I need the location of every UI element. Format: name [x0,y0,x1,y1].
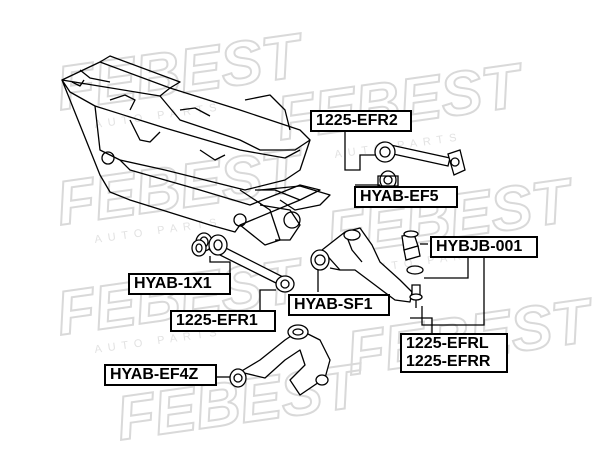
leader-lines [209,128,485,378]
leader-1x1 [209,256,231,282]
watermark-brand-2: FEBEST [272,51,529,154]
part-label-hyab-1x1[interactable]: HYAB-1X1 [128,273,231,295]
bushing-1x1-drawing [191,239,207,257]
part-label-1225-efrl-efrr[interactable]: 1225-EFRL 1225-EFRR [400,333,508,373]
part-label-1225-efrl: 1225-EFRL [406,335,489,352]
leader-hybjb-down [424,254,469,279]
part-label-1225-efr2[interactable]: 1225-EFR2 [310,110,412,132]
part-label-hyab-ef5[interactable]: HYAB-EF5 [354,186,458,208]
part-label-hyab-sf1[interactable]: HYAB-SF1 [288,294,390,316]
upper-arm-drawing [374,141,466,176]
leader-efrl [410,317,433,340]
leader-efr2 [344,128,376,171]
lower-control-arm-drawing [310,227,413,303]
part-label-1225-efr1[interactable]: 1225-EFR1 [170,310,276,332]
leader-efr1 [259,289,276,310]
subframe-drawing [61,55,331,246]
part-label-1225-efrr: 1225-EFRR [406,353,491,370]
ball-joint-drawing [401,230,424,308]
leader-hybjb-down2 [421,254,485,326]
part-label-hyab-ef4z[interactable]: HYAB-EF4Z [104,364,217,386]
bushing-ef5-drawing [377,170,399,190]
part-label-hybjb-001[interactable]: HYBJB-001 [430,236,538,258]
upper-control-arm-drawing [229,324,331,396]
